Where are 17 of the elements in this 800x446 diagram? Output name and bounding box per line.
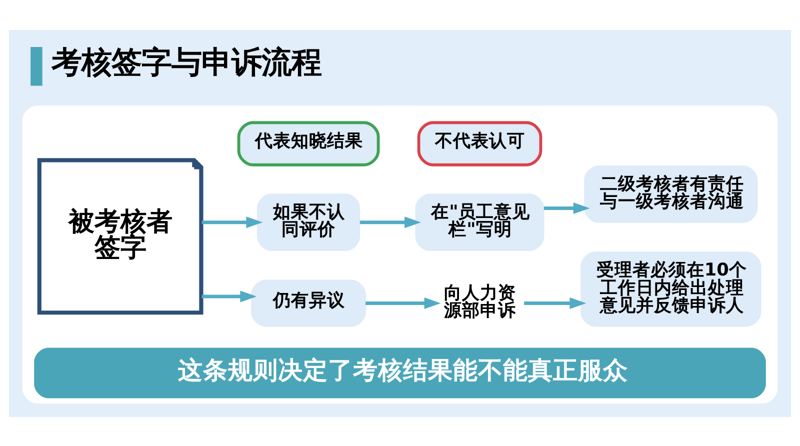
node-box: 代表知晓结果 <box>237 120 380 166</box>
node-box: 在"员工意见栏"写明 <box>415 193 544 251</box>
arrow <box>366 296 441 309</box>
caption: 这条规则决定了考核结果能不能真正服众 <box>178 355 628 384</box>
node-box: 仍有异议 <box>251 279 366 326</box>
cluster <box>22 105 778 404</box>
node-box: 受理者必须在10个工作日内给出处理意见并反馈申诉人 <box>580 251 762 326</box>
node-text: 向人力资源部申诉 <box>444 283 516 321</box>
node-box: 不代表认可 <box>417 120 542 166</box>
node-box: 二级考核者有责任与一级考核者沟通 <box>584 164 758 222</box>
arrow <box>360 216 421 228</box>
arrow <box>202 290 257 302</box>
diagram-title: 考核签字与申诉流程 <box>52 45 322 80</box>
arrow <box>544 202 590 214</box>
arrow <box>524 296 586 309</box>
arrow <box>202 216 263 228</box>
node-box: 如果不认同评价 <box>256 193 360 251</box>
